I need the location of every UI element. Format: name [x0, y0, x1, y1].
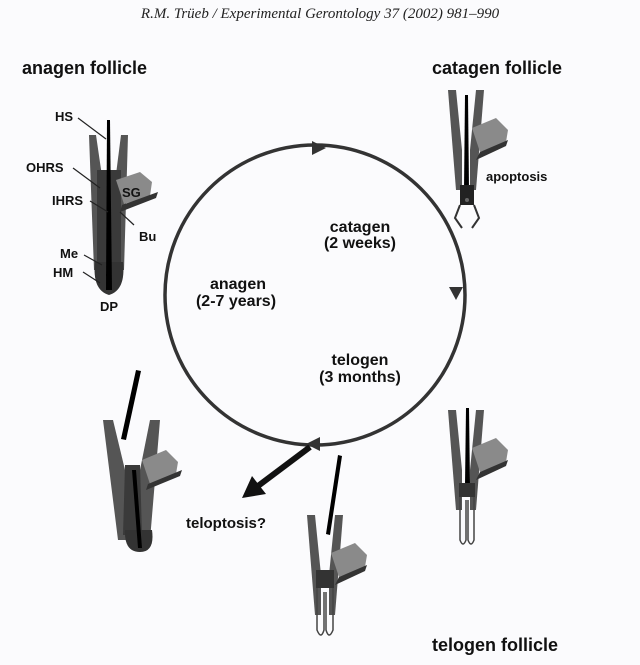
- phase-catagen-duration: (2 weeks): [324, 235, 396, 252]
- arrowhead-icon: [312, 141, 326, 155]
- exogen-follicle-drawing: [307, 455, 367, 636]
- phase-telogen: telogen: [332, 352, 389, 369]
- teloptosis-arrow: [242, 444, 312, 498]
- label-me: Me: [60, 246, 78, 261]
- label-dp: DP: [100, 299, 118, 314]
- phase-catagen: catagen: [330, 219, 390, 236]
- label-teloptosis: teloptosis?: [186, 515, 266, 532]
- label-ihrs: IHRS: [52, 193, 83, 208]
- telogen-follicle-title: telogen follicle: [432, 635, 558, 655]
- label-hs: HS: [55, 109, 73, 124]
- label-hm: HM: [53, 265, 73, 280]
- label-apoptosis: apoptosis: [486, 169, 547, 184]
- label-bu: Bu: [139, 229, 156, 244]
- arrowhead-icon: [306, 437, 320, 451]
- anagen-follicle-title: anagen follicle: [22, 58, 147, 78]
- phase-anagen-duration: (2-7 years): [196, 293, 276, 310]
- catagen-follicle-drawing: apoptosis: [448, 90, 547, 229]
- label-sg: SG: [122, 185, 141, 200]
- new-anagen-follicle-drawing: [103, 370, 182, 552]
- journal-header: R.M. Trüeb / Experimental Gerontology 37…: [140, 6, 500, 22]
- cycle-circle: [163, 141, 467, 451]
- arrowhead-icon: [449, 287, 463, 300]
- catagen-follicle-title: catagen follicle: [432, 58, 562, 78]
- phase-telogen-duration: (3 months): [319, 369, 401, 386]
- anagen-follicle-drawing: HS OHRS IHRS SG Bu Me HM DP: [26, 109, 158, 314]
- telogen-follicle-drawing: [448, 408, 508, 545]
- phase-anagen: anagen: [210, 276, 266, 293]
- label-ohrs: OHRS: [26, 160, 64, 175]
